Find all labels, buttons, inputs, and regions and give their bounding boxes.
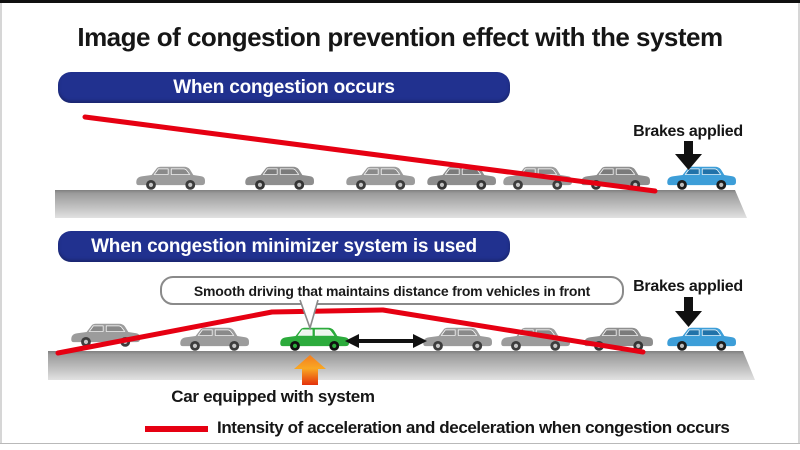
car-equipped-caption: Car equipped with system xyxy=(171,387,375,406)
car-blue xyxy=(664,325,738,352)
road-panel-congestion xyxy=(55,190,747,218)
legend: Intensity of acceleration and decelerati… xyxy=(145,418,795,438)
car-gray xyxy=(177,325,251,352)
brakes-arrow-down-icon xyxy=(675,297,702,327)
brakes-applied-label: Brakes applied xyxy=(633,123,743,140)
car-gray xyxy=(498,325,572,352)
car-gray xyxy=(133,164,207,191)
header-label: When congestion occurs xyxy=(173,76,395,98)
car-blue xyxy=(664,164,738,191)
distance-double-arrow-icon xyxy=(345,334,427,348)
bottom-border xyxy=(0,443,800,444)
car-gray_dark xyxy=(424,164,498,191)
road-panel-system xyxy=(48,351,755,380)
legend-label: Intensity of acceleration and decelerati… xyxy=(217,418,730,437)
header-when-congestion-occurs: When congestion occurs xyxy=(58,72,510,103)
car-gray xyxy=(500,164,574,191)
header-when-system-used: When congestion minimizer system is used xyxy=(58,231,510,262)
car-green xyxy=(277,325,351,352)
car-gray_dark xyxy=(581,325,655,352)
legend-red-line-swatch xyxy=(145,426,208,432)
car-gray xyxy=(420,325,494,352)
page-title: Image of congestion prevention effect wi… xyxy=(77,22,723,52)
brakes-applied-label: Brakes applied xyxy=(633,278,743,295)
car-gray_dark xyxy=(242,164,316,191)
car-gray_dark xyxy=(578,164,652,191)
car-gray xyxy=(343,164,417,191)
speech-bubble-label: Smooth driving that maintains distance f… xyxy=(193,282,591,299)
header-label: When congestion minimizer system is used xyxy=(91,235,477,257)
car-gray xyxy=(68,321,142,348)
left-border xyxy=(0,3,2,444)
speech-bubble-smooth-driving: Smooth driving that maintains distance f… xyxy=(160,276,624,305)
top-black-bar xyxy=(0,0,800,3)
right-border xyxy=(798,3,800,444)
